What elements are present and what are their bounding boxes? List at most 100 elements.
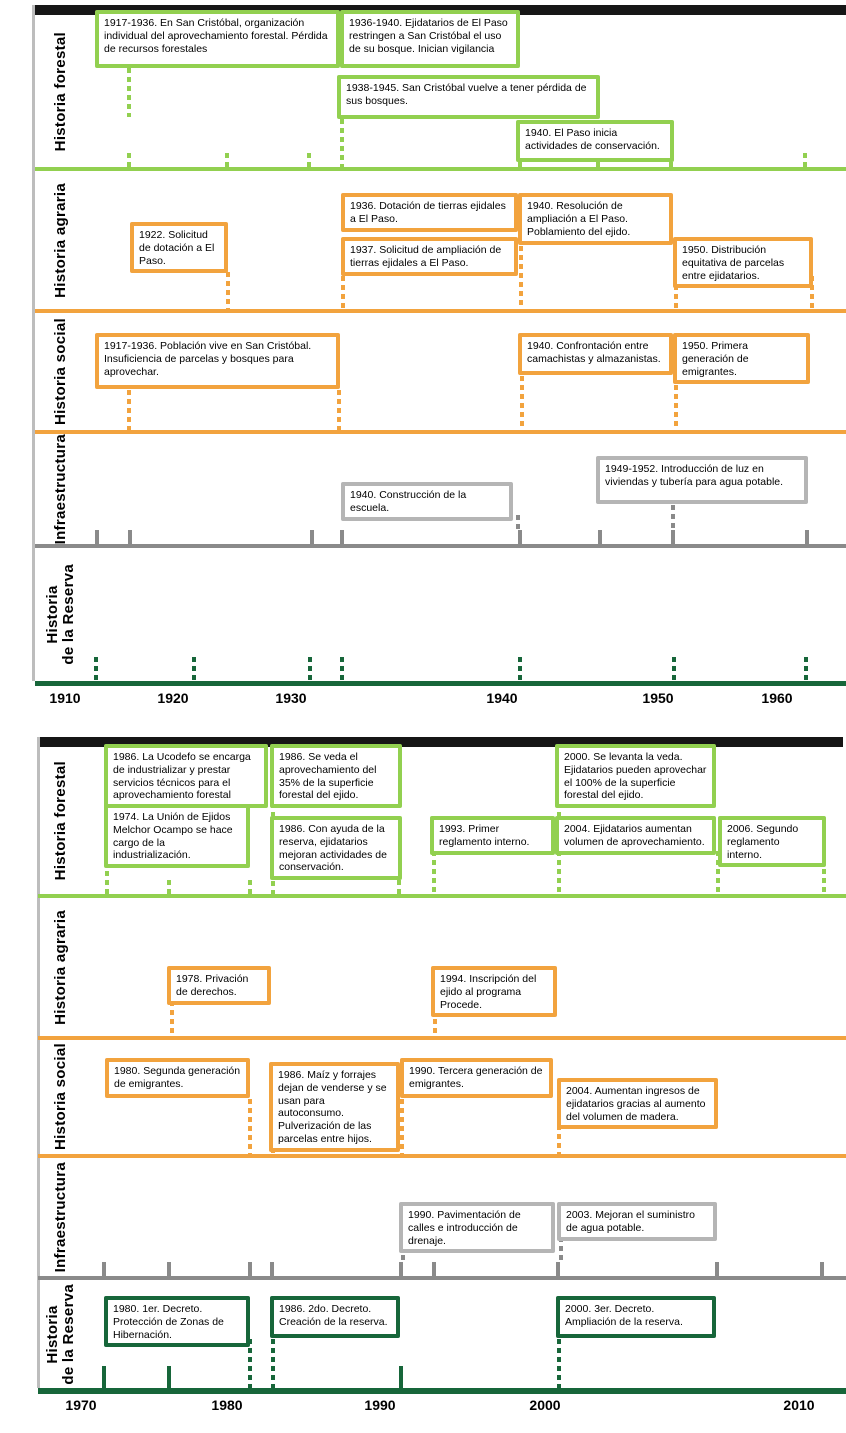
- row-label-band-agraria: Historia agraria: [38, 898, 84, 1036]
- axis-year-label: 1980: [211, 1397, 243, 1413]
- event-box: 1990. Tercera generación de emigrantes.: [400, 1058, 553, 1098]
- event-text: 1917-1936. En San Cristóbal, organizació…: [104, 17, 328, 55]
- event-text: 2006. Segundo reglamento interno.: [727, 823, 799, 861]
- row-label-social: Historia social: [52, 317, 69, 426]
- timeline-tick: [102, 1262, 106, 1276]
- event-text: 2000. Se levanta la veda. Ejidatarios pu…: [564, 751, 707, 802]
- timeline-tick: [225, 153, 229, 167]
- event-text: 1922. Solicitud de dotación a El Paso.: [139, 229, 215, 267]
- axis-year-label: 1990: [364, 1397, 396, 1413]
- event-connector-line: [810, 276, 814, 309]
- event-connector-line: [674, 276, 678, 309]
- timeline-tick: [308, 657, 312, 681]
- timeline-tick: [399, 1262, 403, 1276]
- event-text: 2000. 3er. Decreto. Ampliación de la res…: [565, 1303, 683, 1328]
- event-box: 1940. El Paso inicia actividades de cons…: [516, 120, 674, 162]
- timeline-tick: [127, 153, 131, 167]
- timeline-tick: [432, 1262, 436, 1276]
- event-box: 2000. Se levanta la veda. Ejidatarios pu…: [555, 744, 716, 809]
- event-box: 1986. Con ayuda de la reserva, ejidatari…: [270, 816, 402, 881]
- timeline-tick: [95, 530, 99, 544]
- row-label-reserva: Historia de la Reserva: [44, 564, 77, 665]
- row-label-band-social: Historia social: [38, 313, 84, 430]
- event-connector-line: [127, 390, 131, 430]
- event-text: 1986. Maíz y forrajes dejan de venderse …: [278, 1069, 387, 1145]
- event-text: 1990. Pavimentación de calles e introduc…: [408, 1209, 521, 1247]
- row-separator-social: [35, 430, 846, 434]
- event-box: 1936. Dotación de tierras ejidales a El …: [341, 193, 518, 232]
- event-box: 1936-1940. Ejidatarios de El Paso restri…: [340, 10, 520, 68]
- event-box: 1986. La Ucodefo se encarga de industria…: [104, 744, 268, 809]
- axis-year-label: 1930: [275, 690, 307, 706]
- row-separator-infraestructura: [35, 544, 846, 548]
- timeline-axis: [38, 1388, 846, 1394]
- event-text: 1980. 1er. Decreto. Protección de Zonas …: [113, 1303, 224, 1341]
- event-connector-line: [127, 68, 131, 117]
- row-label-band-forestal: Historia forestal: [38, 16, 84, 167]
- row-label-band-agraria: Historia agraria: [38, 171, 84, 309]
- event-connector-line: [400, 1099, 404, 1154]
- timeline-tick: [270, 1262, 274, 1276]
- row-label-forestal: Historia forestal: [52, 761, 69, 881]
- timeline-axis: [35, 681, 846, 686]
- event-text: 1950. Distribución equitativa de parcela…: [682, 244, 785, 282]
- timeline-tick: [192, 657, 196, 681]
- row-label-band-reserva: Historia de la Reserva: [38, 1280, 84, 1388]
- timeline-tick: [340, 530, 344, 544]
- timeline-tick: [518, 657, 522, 681]
- event-connector-line: [105, 853, 109, 894]
- timeline-tick: [518, 530, 522, 544]
- event-box: 1938-1945. San Cristóbal vuelve a tener …: [337, 75, 600, 119]
- timeline-tick: [128, 530, 132, 544]
- event-box: 1986. 2do. Decreto. Creación de la reser…: [270, 1296, 400, 1338]
- event-connector-line: [248, 1099, 252, 1154]
- event-text: 1986. Se veda el aprovechamiento del 35%…: [279, 751, 377, 802]
- event-text: 1986. La Ucodefo se encarga de industria…: [113, 751, 251, 802]
- row-separator-infraestructura: [38, 1276, 846, 1280]
- event-text: 1993. Primer reglamento interno.: [439, 823, 530, 848]
- row-label-band-social: Historia social: [38, 1040, 84, 1154]
- event-text: 1938-1945. San Cristóbal vuelve a tener …: [346, 82, 587, 107]
- event-box: 1990. Pavimentación de calles e introduc…: [399, 1202, 555, 1254]
- event-connector-line: [433, 1001, 437, 1036]
- row-label-band-reserva: Historia de la Reserva: [38, 548, 84, 681]
- event-connector-line: [170, 1001, 174, 1036]
- event-connector-line: [271, 881, 275, 894]
- timeline-tick: [805, 530, 809, 544]
- event-box: 1950. Primera generación de emigrantes.: [673, 333, 810, 385]
- timeline-tick: [310, 530, 314, 544]
- event-text: 1936. Dotación de tierras ejidales a El …: [350, 200, 506, 225]
- event-box: 1922. Solicitud de dotación a El Paso.: [130, 222, 228, 274]
- axis-year-label: 1910: [49, 690, 81, 706]
- event-connector-line: [271, 1339, 275, 1388]
- panel-top-bar: [38, 737, 843, 747]
- event-text: 1994. Inscripción del ejido al programa …: [440, 973, 537, 1011]
- panel-left-border-line: [37, 737, 40, 1388]
- event-connector-line: [248, 1339, 252, 1388]
- event-text: 1978. Privación de derechos.: [176, 973, 249, 998]
- row-label-agraria: Historia agraria: [52, 909, 69, 1025]
- timeline-tick: [820, 1262, 824, 1276]
- timeline-tick: [598, 530, 602, 544]
- event-text: 2004. Ejidatarios aumentan volumen de ap…: [564, 823, 705, 848]
- event-connector-line: [557, 851, 561, 894]
- event-box: 2006. Segundo reglamento interno.: [718, 816, 826, 868]
- event-text: 1990. Tercera generación de emigrantes.: [409, 1065, 543, 1090]
- axis-year-label: 2000: [529, 1397, 561, 1413]
- event-connector-line: [557, 1125, 561, 1154]
- row-label-band-infraestructura: Infraestructura: [38, 1158, 84, 1276]
- axis-year-label: 2010: [783, 1397, 815, 1413]
- timeline-tick: [556, 1262, 560, 1276]
- timeline-tick: [248, 1262, 252, 1276]
- event-box: 1980. Segunda generación de emigrantes.: [105, 1058, 250, 1098]
- axis-year-label: 1970: [65, 1397, 97, 1413]
- event-text: 1940. Resolución de ampliación a El Paso…: [527, 200, 631, 238]
- event-box: 1994. Inscripción del ejido al programa …: [431, 966, 557, 1018]
- event-text: 2003. Mejoran el suministro de agua pota…: [566, 1209, 695, 1234]
- row-label-agraria: Historia agraria: [52, 182, 69, 298]
- event-box: 1940. Construcción de la escuela.: [341, 482, 513, 521]
- axis-year-label: 1960: [761, 690, 793, 706]
- event-connector-line: [271, 803, 275, 816]
- timeline-tick: [803, 153, 807, 167]
